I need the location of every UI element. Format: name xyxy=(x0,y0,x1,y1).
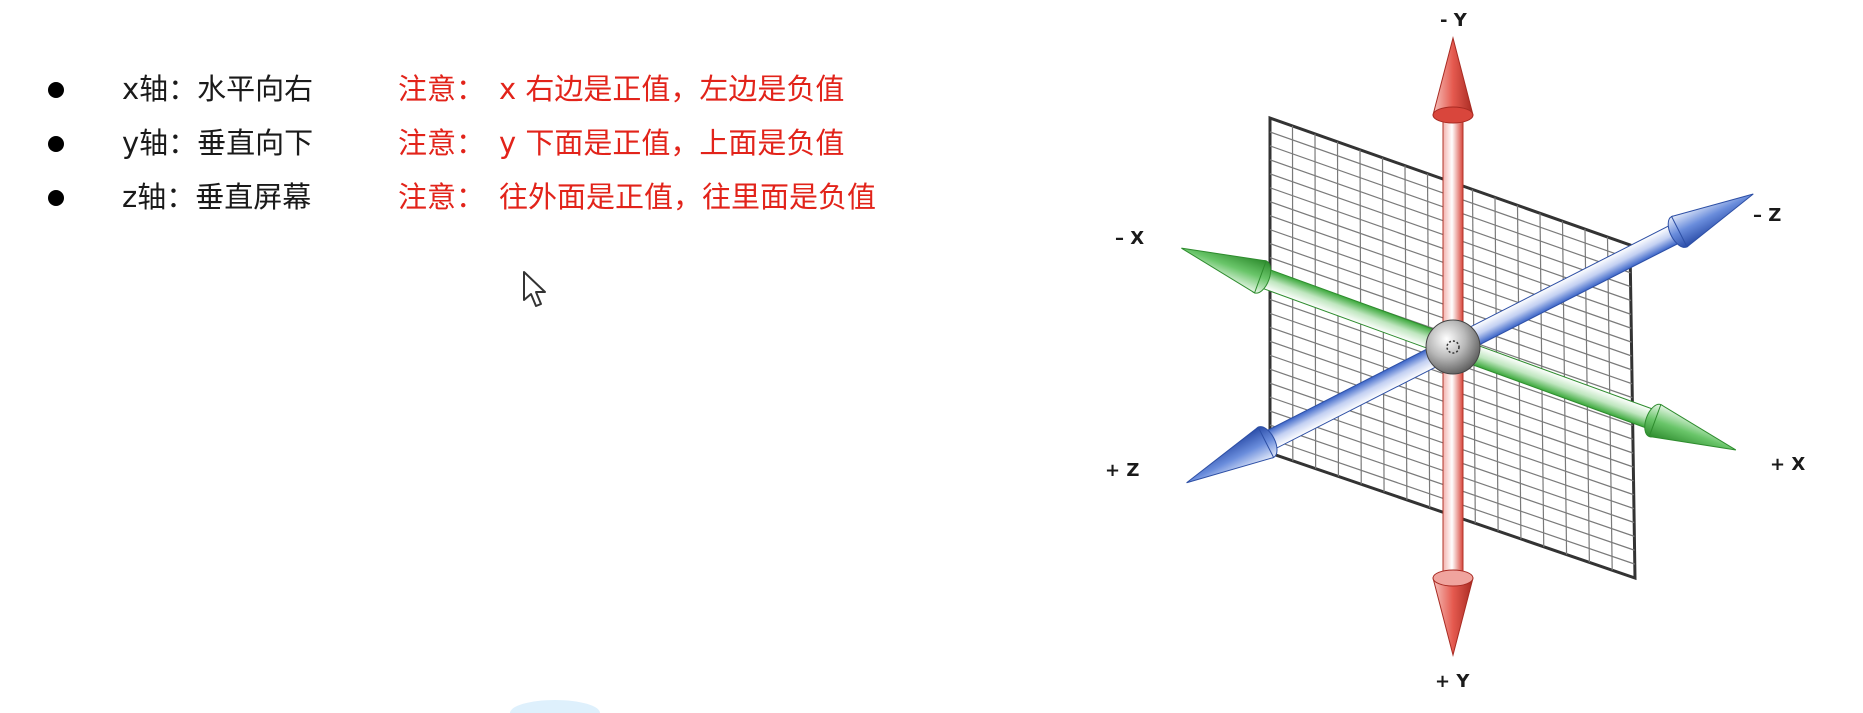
y-axis-description: y轴：垂直向下 xyxy=(122,126,314,160)
neg-z-label: – Z xyxy=(1753,205,1781,226)
decorative-smudge xyxy=(510,700,600,713)
bullet-dot-icon xyxy=(48,136,64,152)
mouse-cursor-icon xyxy=(523,271,546,307)
note-label: 注意： xyxy=(398,126,486,160)
z-axis-note: 注意： 往外面是正值，往里面是负值 xyxy=(398,170,876,224)
note-label: 注意： xyxy=(398,72,486,106)
x-axis-description: x轴：水平向右 xyxy=(122,72,314,106)
bullet-dot-icon xyxy=(48,82,64,98)
y-axis-note: 注意： y 下面是正值，上面是负值 xyxy=(398,116,844,170)
pos-x-label: + X xyxy=(1770,454,1805,475)
x-axis-note: 注意： x 右边是正值，左边是负值 xyxy=(398,62,844,116)
3d-axis-diagram: - Y + Y – X + X – Z + Z xyxy=(1105,10,1805,692)
pos-y-label: + Y xyxy=(1435,671,1470,692)
note-text: x 右边是正值，左边是负值 xyxy=(499,72,845,106)
neg-x-label: – X xyxy=(1115,228,1144,249)
note-text: y 下面是正值，上面是负值 xyxy=(499,126,845,160)
pos-z-label: + Z xyxy=(1105,460,1139,481)
x-axis-front xyxy=(1448,336,1737,451)
x-axis-back xyxy=(1181,247,1458,358)
note-text: 往外面是正值，往里面是负值 xyxy=(499,180,877,214)
origin-sphere xyxy=(1425,319,1481,375)
bullet-dot-icon xyxy=(48,190,64,206)
neg-y-label: - Y xyxy=(1440,10,1468,31)
note-label: 注意： xyxy=(398,180,486,214)
z-axis-description: z轴：垂直屏幕 xyxy=(122,180,312,214)
